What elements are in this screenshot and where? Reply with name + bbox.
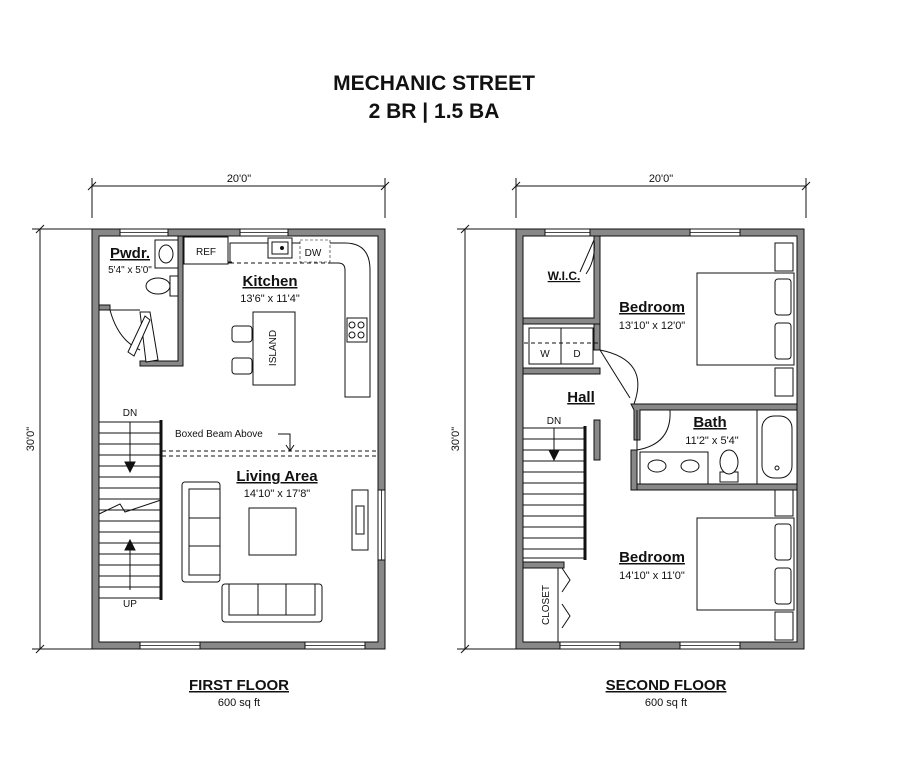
- cooktop-icon: [346, 317, 368, 343]
- dishwasher-icon: [299, 239, 331, 263]
- living-area-name: Living Area: [236, 468, 318, 485]
- washer-label: W: [540, 349, 550, 360]
- bar-stool-icon: [231, 325, 253, 375]
- stair-direction-arrow: [548, 428, 560, 462]
- vanity-sinks-icon: [639, 451, 709, 485]
- dryer-label: D: [573, 349, 580, 360]
- stair-direction-arrows: [98, 422, 162, 590]
- kitchen-island: [252, 311, 296, 386]
- powder-toilet-icon: [145, 275, 179, 297]
- plan-title: MECHANIC STREET: [333, 72, 535, 95]
- wic-name: W.I.C.: [548, 269, 581, 283]
- bedroom-1-size: 13'10" x 12'0": [619, 320, 686, 332]
- powder-room-size: 5'4" x 5'0": [108, 265, 152, 276]
- washer-dryer-icon: [524, 327, 598, 365]
- kitchen-sink-icon: [267, 237, 293, 259]
- wic-door: [579, 239, 595, 275]
- closet-bifold-doors: [522, 567, 571, 643]
- stair-up-label: UP: [123, 599, 137, 610]
- bedroom-2-size: 14'10" x 11'0": [619, 570, 685, 582]
- hall-name: Hall: [567, 389, 595, 406]
- bedroom-1-door: [599, 349, 639, 405]
- second-floor-depth-label: 30'0": [450, 427, 462, 451]
- second-floor-stair-down-label: DN: [547, 416, 561, 427]
- bath-name: Bath: [693, 414, 726, 431]
- powder-room-name: Pwdr.: [110, 245, 150, 262]
- first-floor-label: FIRST FLOOR: [189, 677, 289, 694]
- bath-size: 11'2" x 5'4": [685, 435, 738, 447]
- second-floor-interior-walls: [522, 235, 798, 569]
- kitchen-name: Kitchen: [242, 273, 297, 290]
- sofa-icon: [181, 481, 221, 583]
- first-floor-plan: 20'0" 30'0": [25, 173, 390, 709]
- first-floor-area: 600 sq ft: [218, 697, 260, 709]
- living-area-size: 14'10" x 17'8": [244, 488, 311, 500]
- bathtub-icon: [756, 409, 798, 485]
- toilet-icon: [719, 449, 739, 483]
- coffee-table-icon: [248, 507, 297, 556]
- second-floor-label: SECOND FLOOR: [606, 677, 727, 694]
- bedroom-1-name: Bedroom: [619, 299, 685, 316]
- kitchen-counter-outline: [183, 242, 371, 398]
- sofa-icon: [221, 583, 323, 623]
- bath-door: [636, 409, 671, 451]
- second-floor-depth-dimension: [457, 224, 516, 654]
- second-floor-width-label: 20'0": [649, 173, 673, 185]
- bedroom-2-name: Bedroom: [619, 549, 685, 566]
- refrigerator-icon: [183, 236, 229, 265]
- second-floor-width-dimension: [511, 178, 811, 218]
- first-floor-width-dimension: [87, 178, 390, 218]
- first-floor-depth-label: 30'0": [25, 427, 37, 451]
- second-floor-plan: 20'0" 30'0": [450, 173, 811, 709]
- island-label: ISLAND: [268, 330, 279, 366]
- powder-closet-door: [127, 311, 159, 363]
- boxed-beam-arrow: [278, 433, 295, 452]
- first-floor-depth-dimension: [32, 224, 92, 654]
- powder-room-walls: [139, 235, 184, 367]
- first-floor-width-label: 20'0": [227, 173, 251, 185]
- bed-icon: [696, 489, 795, 641]
- plan-subtitle: 2 BR | 1.5 BA: [369, 100, 500, 123]
- powder-sink-icon: [154, 239, 179, 269]
- closet-label: CLOSET: [541, 585, 552, 625]
- stair-down-label: DN: [123, 408, 137, 419]
- fireplace-tv-icon: [351, 489, 369, 551]
- kitchen-size: 13'6" x 11'4": [240, 293, 300, 305]
- refrigerator-label: REF: [196, 247, 216, 258]
- bed-icon: [696, 242, 795, 397]
- second-floor-area: 600 sq ft: [645, 697, 687, 709]
- boxed-beam-label: Boxed Beam Above: [175, 429, 263, 440]
- powder-room-side-wall: [98, 304, 111, 311]
- dishwasher-label: DW: [305, 248, 322, 259]
